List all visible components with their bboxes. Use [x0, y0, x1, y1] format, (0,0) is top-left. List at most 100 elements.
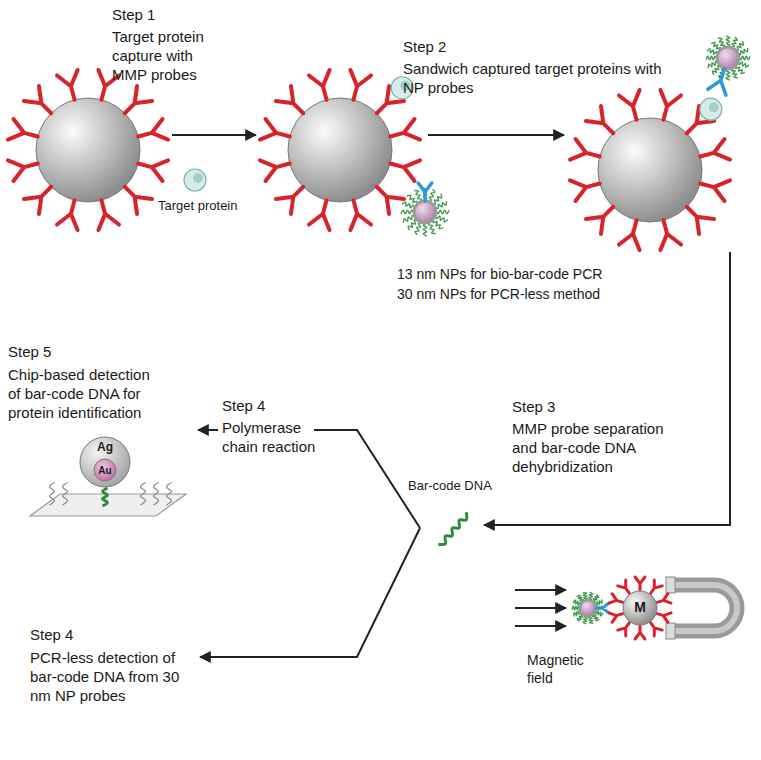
- capture-antibody-stroke: [635, 626, 645, 639]
- capture-antibody: [117, 86, 152, 121]
- capture-antibody: [8, 153, 41, 181]
- capture-strand: [141, 483, 146, 506]
- step-arrow: [198, 429, 218, 431]
- component-label: Bar-code DNA: [408, 478, 492, 494]
- capture-antibody-stroke: [260, 153, 293, 181]
- particle-circle: [94, 459, 116, 481]
- capture-antibody-stroke: [697, 139, 730, 167]
- capture-antibody-stroke: [387, 153, 420, 181]
- capture-antibody-stroke: [369, 179, 404, 214]
- capture-antibody-stroke: [8, 153, 41, 181]
- capture-antibody-stroke: [309, 197, 337, 230]
- capture-antibody: [635, 626, 645, 639]
- step-arrow: [428, 134, 564, 136]
- capture-antibody: [57, 70, 85, 103]
- barcode-strand: [408, 220, 418, 230]
- capture-antibody-stroke: [609, 594, 624, 607]
- barcode-strand: [415, 223, 422, 235]
- capture-antibody: [260, 119, 293, 147]
- step-heading: Step 4: [30, 626, 73, 645]
- barcode-strand: [583, 616, 588, 624]
- capture-antibody-stroke: [135, 119, 168, 147]
- capture-antibody-stroke: [619, 90, 647, 123]
- magnet-highlight: [674, 585, 737, 631]
- capture-antibody-stroke: [117, 179, 152, 214]
- particle-label: M: [634, 600, 646, 615]
- probe-note: 13 nm NPs for bio-bar-code PCR: [397, 266, 602, 284]
- step-heading: Step 2: [403, 38, 446, 57]
- capture-antibody: [343, 197, 371, 230]
- probe-note: 30 nm NPs for PCR-less method: [397, 286, 600, 304]
- capture-antibody: [260, 153, 293, 181]
- capture-antibody: [343, 70, 371, 103]
- barcode-strand: [706, 56, 717, 60]
- hybridized-barcode: [103, 488, 108, 506]
- barcode-strand: [707, 49, 717, 56]
- capture-antibody: [387, 153, 420, 181]
- capture-antibody-stroke: [570, 139, 603, 167]
- capture-antibody: [586, 199, 621, 234]
- field-arrow: [515, 589, 566, 591]
- step-description: Sandwich captured target proteins with N…: [403, 60, 663, 98]
- detection-antibody-stroke: [596, 603, 609, 613]
- capture-antibody: [679, 199, 714, 234]
- barcode-strand: [423, 223, 427, 236]
- capture-antibody-stroke: [135, 153, 168, 181]
- capture-antibody-stroke: [653, 217, 681, 250]
- capture-antibody-stroke: [586, 106, 621, 141]
- step-description: Chip-based detection of bar-code DNA for…: [8, 366, 160, 422]
- capture-antibody: [276, 179, 311, 214]
- capture-strand: [154, 483, 159, 506]
- capture-antibody-stroke: [656, 609, 671, 622]
- capture-antibody: [309, 70, 337, 103]
- capture-antibody: [619, 90, 647, 123]
- barcode-strand: [433, 219, 443, 229]
- target-protein: [184, 169, 206, 191]
- fork-line: [314, 430, 420, 528]
- step-arrow: [200, 528, 420, 657]
- barcode-strand: [726, 69, 730, 80]
- capture-antibody: [135, 119, 168, 147]
- capture-antibody: [8, 119, 41, 147]
- capture-antibody-stroke: [309, 70, 337, 103]
- barcode-strand: [739, 61, 749, 68]
- capture-antibody: [656, 594, 671, 607]
- detection-chip: [30, 494, 186, 516]
- capture-strand: [50, 483, 55, 506]
- step-heading: Step 1: [112, 6, 155, 25]
- capture-antibody-stroke: [653, 90, 681, 123]
- capture-antibody: [609, 594, 624, 607]
- particle-label: Ag: [97, 441, 113, 454]
- capture-antibody-stroke: [586, 199, 621, 234]
- capture-antibody-stroke: [697, 173, 730, 201]
- capture-antibody: [586, 106, 621, 141]
- capture-antibody: [369, 179, 404, 214]
- field-arrow: [515, 607, 566, 609]
- capture-antibody-stroke: [57, 70, 85, 103]
- capture-antibody-stroke: [635, 577, 645, 590]
- magnetic-particle: M: [622, 590, 658, 626]
- barcode-strand: [739, 56, 750, 60]
- silver-shell-particle: AgAu: [79, 436, 131, 488]
- detection-antibody: [708, 66, 734, 96]
- capture-antibody-stroke: [8, 119, 41, 147]
- step-heading: Step 3: [512, 398, 555, 417]
- detection-antibody: [596, 603, 609, 613]
- gold-nanoparticle: [580, 600, 596, 616]
- particle-circle: [80, 437, 130, 487]
- capture-strand: [167, 483, 172, 506]
- capture-antibody: [117, 179, 152, 214]
- component-label: Target protein: [158, 198, 238, 214]
- capture-antibody-stroke: [570, 173, 603, 201]
- barcode-strand: [436, 210, 449, 214]
- gold-core: Au: [93, 458, 117, 482]
- capture-strand: [63, 483, 68, 506]
- target-protein-site: [193, 173, 203, 183]
- barcode-dna: [438, 512, 467, 544]
- capture-antibody-stroke: [679, 199, 714, 234]
- capture-antibody: [24, 86, 59, 121]
- capture-antibody-stroke: [276, 86, 311, 121]
- magnet: [674, 585, 737, 631]
- capture-antibody-stroke: [387, 119, 420, 147]
- capture-antibody: [309, 197, 337, 230]
